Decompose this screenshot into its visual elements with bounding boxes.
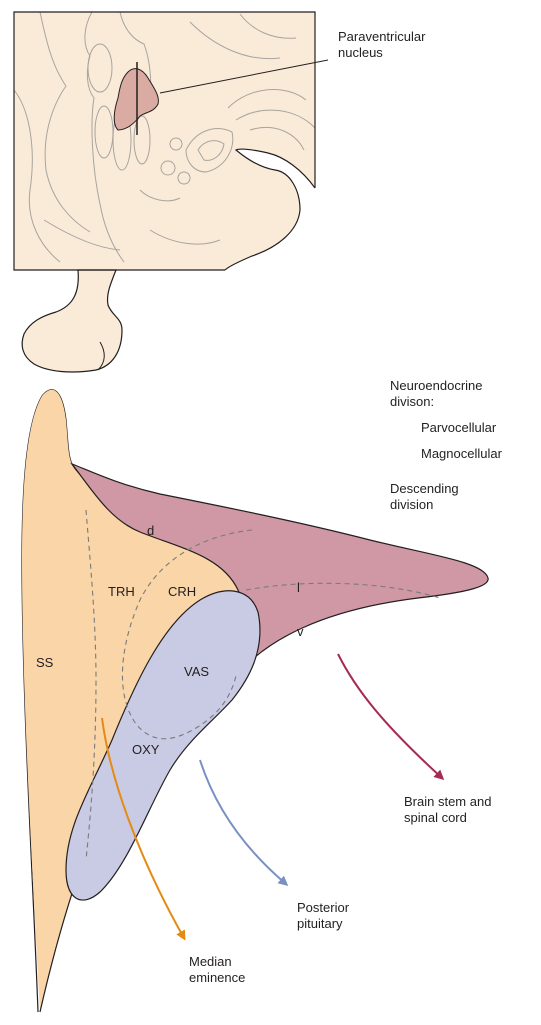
target-posterior-pituitary: Posterior <box>297 900 350 915</box>
region-label-trh: TRH <box>108 584 135 599</box>
inset-pituitary <box>22 270 122 372</box>
arrow-posterior-pituitary <box>200 760 286 884</box>
arrow-brain-stem <box>338 654 442 778</box>
target-posterior-pituitary: pituitary <box>297 916 343 931</box>
legend-neuroendocrine: divison: <box>390 394 434 409</box>
legend-descending: division <box>390 497 433 512</box>
nucleus-label: Paraventricular <box>338 29 426 44</box>
region-label-v: v <box>297 624 304 639</box>
region-label-oxy: OXY <box>132 742 160 757</box>
target-median-eminence: eminence <box>189 970 245 985</box>
target-brain-stem: spinal cord <box>404 810 467 825</box>
nucleus-label: nucleus <box>338 45 383 60</box>
region-label-crh: CRH <box>168 584 196 599</box>
legend-parvocellular: Parvocellular <box>421 420 497 435</box>
inset-tissue <box>14 12 315 270</box>
legend-neuroendocrine: Neuroendocrine <box>390 378 483 393</box>
legend-descending: Descending <box>390 481 459 496</box>
target-median-eminence: Median <box>189 954 232 969</box>
legend-magnocellular: Magnocellular <box>421 446 503 461</box>
region-label-vas: VAS <box>184 664 209 679</box>
legend: Neuroendocrine divison: Parvocellular Ma… <box>390 378 503 512</box>
region-label-ss: SS <box>36 655 54 670</box>
region-label-d: d <box>147 523 154 538</box>
target-brain-stem: Brain stem and <box>404 794 491 809</box>
inset-brain-section: Paraventricular nucleus <box>14 12 426 372</box>
region-label-l: l <box>297 580 300 595</box>
